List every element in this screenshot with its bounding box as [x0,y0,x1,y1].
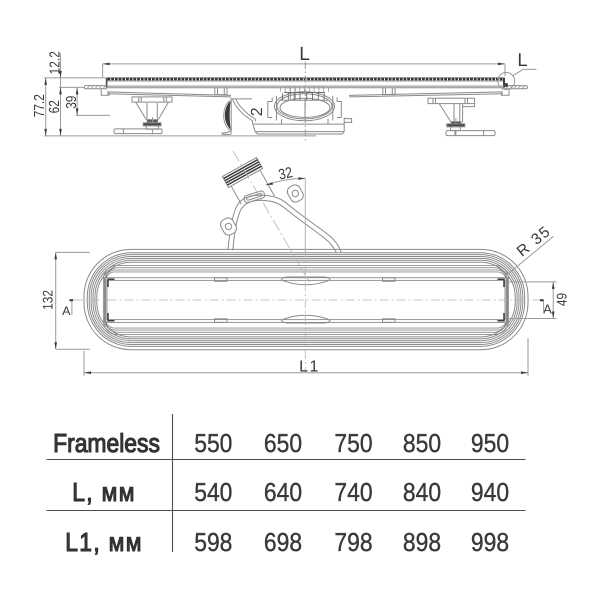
svg-text:740: 740 [334,477,372,507]
svg-text:62: 62 [47,100,63,113]
svg-text:640: 640 [264,477,302,507]
svg-text:132: 132 [39,290,55,310]
svg-text:L: L [517,49,527,70]
svg-text:750: 750 [334,428,372,458]
svg-text:540: 540 [194,477,232,507]
svg-text:A: A [543,302,552,317]
svg-text:39: 39 [64,96,80,109]
svg-text:650: 650 [264,428,302,458]
svg-text:L, мм: L, мм [72,477,136,507]
svg-text:940: 940 [471,477,509,507]
svg-text:12.2: 12.2 [47,51,63,74]
svg-text:898: 898 [403,527,441,557]
svg-text:R 35: R 35 [514,223,555,261]
svg-text:2: 2 [249,107,266,116]
svg-text:840: 840 [403,477,441,507]
svg-text:49: 49 [553,293,569,306]
svg-text:L1, мм: L1, мм [65,527,143,557]
svg-text:77.2: 77.2 [32,94,48,117]
svg-text:Frameless: Frameless [53,428,160,458]
svg-text:950: 950 [471,428,509,458]
svg-text:32: 32 [277,164,294,184]
svg-text:A: A [62,304,71,318]
svg-text:550: 550 [194,428,232,458]
svg-text:850: 850 [403,428,441,458]
svg-text:598: 598 [194,527,232,557]
svg-text:998: 998 [471,527,509,557]
svg-text:L: L [299,44,310,65]
svg-text:698: 698 [264,527,302,557]
svg-text:798: 798 [334,527,372,557]
svg-text:L1: L1 [299,358,320,375]
